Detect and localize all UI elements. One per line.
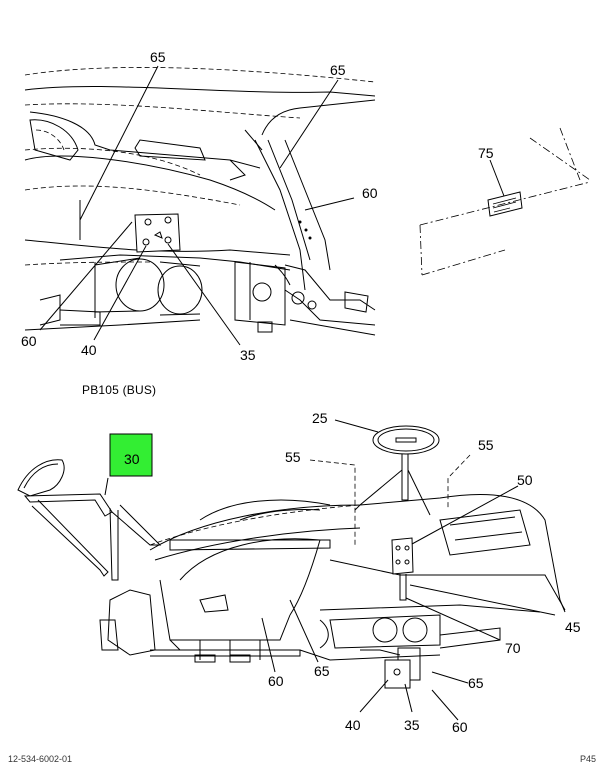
footer-drawing-number: 12-534-6002-01 <box>8 754 73 764</box>
callout-55: 55 <box>478 437 494 453</box>
callout-70: 70 <box>505 640 521 656</box>
callout-65: 65 <box>330 62 346 78</box>
mirror-head <box>17 459 65 497</box>
callout-55: 55 <box>285 449 301 465</box>
callout-50: 50 <box>517 472 533 488</box>
top-detail-view <box>24 65 376 346</box>
bottom-assembly-view <box>17 419 566 721</box>
callout-60: 60 <box>21 333 37 349</box>
callout-65: 65 <box>150 49 166 65</box>
callout-30: 30 <box>124 451 140 467</box>
footer-page-number: P45 <box>580 754 597 764</box>
callout-75: 75 <box>478 145 494 161</box>
callout-60: 60 <box>362 185 378 201</box>
callout-65: 65 <box>468 675 484 691</box>
view-caption: PB105 (BUS) <box>82 383 157 397</box>
callout-35: 35 <box>240 347 256 363</box>
decal-detail-view <box>419 127 591 276</box>
decal-label <box>487 191 523 217</box>
convex-mirror <box>372 425 440 455</box>
callout-65: 65 <box>314 663 330 679</box>
callout-60: 60 <box>452 719 468 735</box>
callout-labels: 65 65 60 60 40 35 75 25 55 55 50 30 45 7… <box>21 49 581 735</box>
callout-40: 40 <box>81 342 97 358</box>
mirror-bracket <box>391 537 414 575</box>
highlight-callout-box <box>109 433 153 477</box>
callout-60: 60 <box>268 673 284 689</box>
callout-40: 40 <box>345 717 361 733</box>
callout-25: 25 <box>312 410 328 426</box>
callout-35: 35 <box>404 717 420 733</box>
callout-45: 45 <box>565 619 581 635</box>
